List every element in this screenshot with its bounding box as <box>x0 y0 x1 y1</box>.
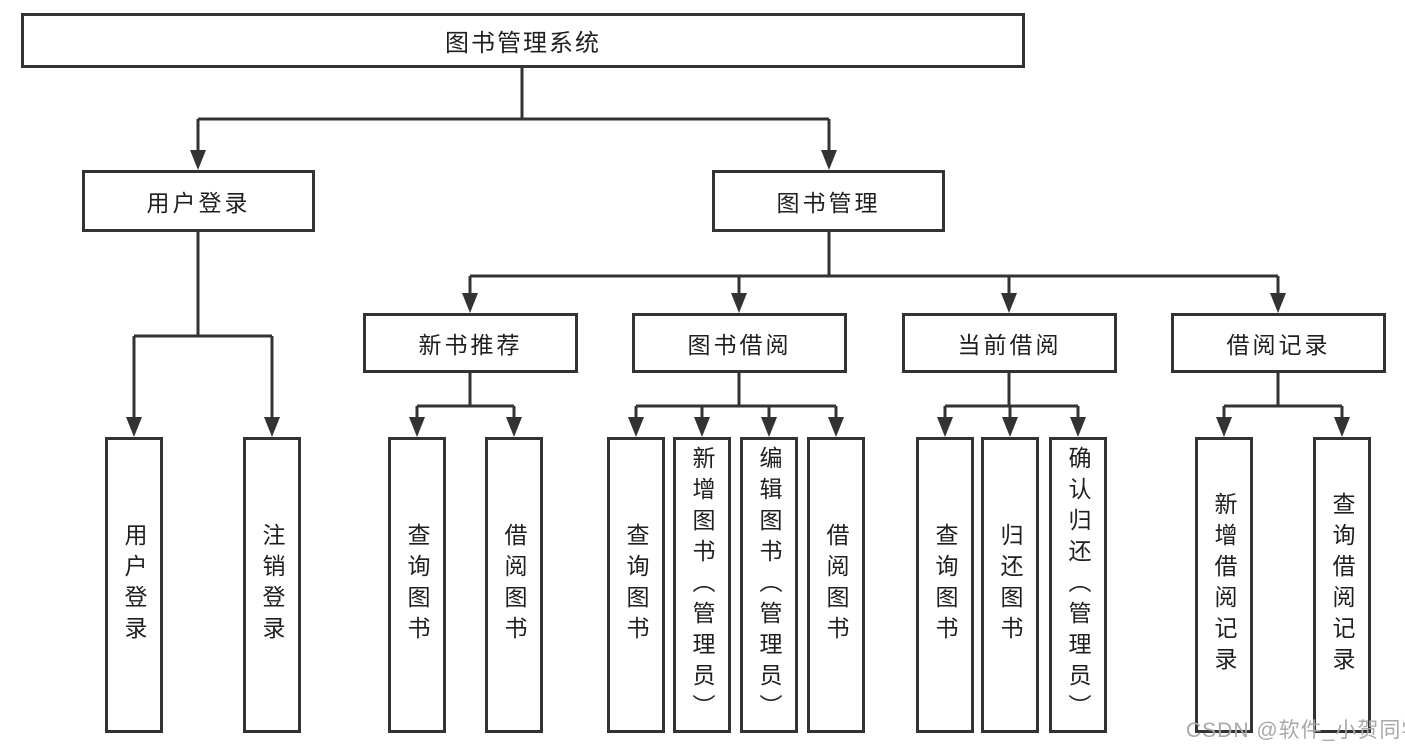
connector-borrow-to-leaves <box>628 373 844 437</box>
leaf-newbook-query-books: 查询图书 <box>388 437 446 733</box>
leaf-current-query-books: 查询图书 <box>916 437 974 733</box>
connector-login-to-leaves <box>126 232 280 437</box>
node-book-borrow: 图书借阅 <box>632 313 847 373</box>
connector-current-to-leaves <box>937 373 1086 437</box>
leaf-borrow-edit-books-admin: 编辑图书（管理员） <box>740 437 798 733</box>
leaf-borrow-add-books-admin: 新增图书（管理员） <box>673 437 731 733</box>
leaf-borrow-query-books: 查询图书 <box>607 437 665 733</box>
leaf-records-add-record: 新增借阅记录 <box>1195 437 1253 733</box>
connector-newbook-to-leaves <box>409 373 522 437</box>
leaf-records-query-record: 查询借阅记录 <box>1313 437 1371 733</box>
leaf-newbook-borrow-books: 借阅图书 <box>485 437 543 733</box>
node-current-borrow: 当前借阅 <box>902 313 1117 373</box>
leaf-current-confirm-return-admin: 确认归还（管理员） <box>1049 437 1107 733</box>
connector-management-to-level3 <box>462 232 1286 313</box>
node-user-login: 用户登录 <box>82 170 315 232</box>
node-root: 图书管理系统 <box>21 13 1025 68</box>
connector-records-to-leaves <box>1216 373 1350 437</box>
node-new-book-recommend: 新书推荐 <box>363 313 578 373</box>
leaf-borrow-borrow-books: 借阅图书 <box>807 437 865 733</box>
leaf-current-return-books: 归还图书 <box>981 437 1039 733</box>
node-borrow-records: 借阅记录 <box>1171 313 1386 373</box>
leaf-logout: 注销登录 <box>243 437 301 733</box>
leaf-user-login: 用户登录 <box>105 437 163 733</box>
watermark: CSDN @软件_小贺同学 <box>1186 719 1405 742</box>
node-book-management: 图书管理 <box>712 170 945 232</box>
connector-root-to-level2 <box>190 68 837 170</box>
